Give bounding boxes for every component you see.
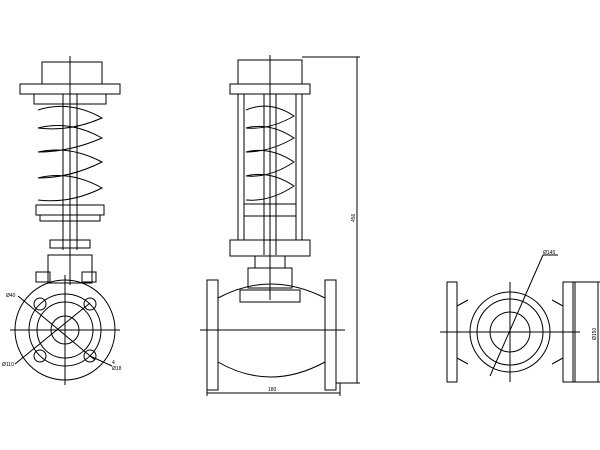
label-body-diameter: Ø145 (543, 250, 555, 256)
end-view: Ø145 Ø150 (440, 250, 600, 383)
label-bolt-count: 4 (112, 360, 115, 366)
label-bolt-holes: Ø18 (112, 366, 122, 372)
dim-length: 180 (268, 387, 277, 393)
label-pitch-circle: Ø110 (2, 362, 14, 368)
front-view: Ø40 Ø110 4 Ø18 (2, 56, 122, 385)
dim-height: 456 (351, 213, 357, 222)
label-flange-diameter: Ø150 (592, 328, 598, 340)
side-view: 456 180 (200, 55, 360, 396)
label-flange-hole: Ø40 (6, 293, 16, 299)
